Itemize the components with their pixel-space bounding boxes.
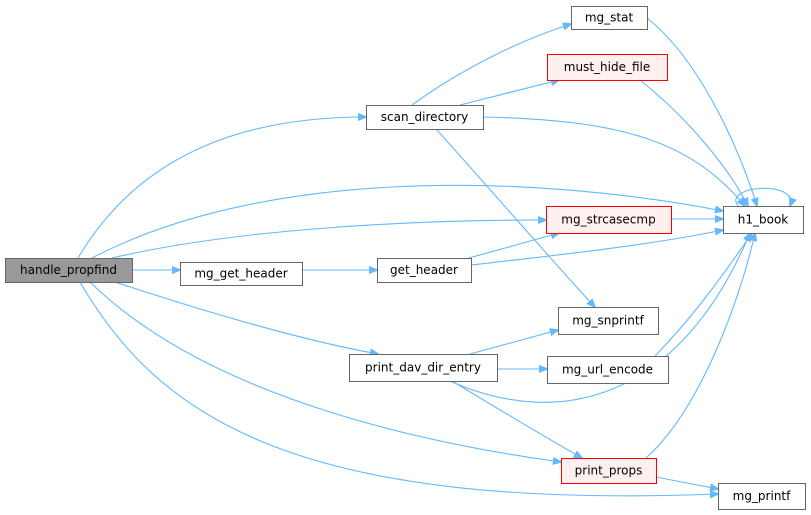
edges-layer — [77, 17, 791, 496]
node-print-props[interactable]: print_props — [561, 458, 657, 484]
edge-handle-propfind-to-mg-printf — [79, 281, 718, 496]
node-label: mg_snprintf — [572, 314, 644, 328]
node-mg-stat[interactable]: mg_stat — [571, 6, 648, 30]
node-box — [547, 356, 669, 384]
node-label: mg_url_encode — [562, 363, 653, 377]
edge-scan-directory-to-must-hide-file — [459, 80, 559, 106]
node-label: mg_strcasecmp — [561, 213, 655, 227]
node-mg-printf[interactable]: mg_printf — [718, 483, 806, 510]
edge-mg-stat-to-h1-book — [646, 17, 757, 206]
edge-handle-propfind-to-print-dav-dir-entry — [114, 281, 378, 354]
edge-scan-directory-to-mg-stat — [411, 24, 571, 106]
edge-handle-propfind-to-scan-directory — [77, 117, 366, 259]
edge-scan-directory-to-mg-snprintf — [435, 128, 595, 307]
node-label: scan_directory — [381, 110, 469, 124]
node-box — [571, 6, 648, 30]
node-box — [723, 206, 804, 234]
node-print-dav-dir-entry[interactable]: print_dav_dir_entry — [349, 354, 498, 382]
node-label: handle_propfind — [20, 263, 117, 277]
node-handle-propfind[interactable]: handle_propfind — [5, 258, 133, 283]
node-must-hide-file[interactable]: must_hide_file — [547, 54, 668, 81]
node-label: get_header — [390, 263, 458, 277]
edge-print-dav-dir-entry-to-print-props — [451, 380, 582, 458]
node-box — [547, 54, 668, 81]
edge-handle-propfind-to-print-props — [89, 281, 561, 462]
node-label: mg_get_header — [194, 267, 287, 281]
node-mg-strcasecmp[interactable]: mg_strcasecmp — [546, 206, 672, 234]
node-box — [180, 262, 303, 286]
node-get-header[interactable]: get_header — [377, 258, 472, 283]
edge-handle-propfind-to-mg-strcasecmp — [111, 220, 546, 259]
node-label: print_dav_dir_entry — [365, 361, 481, 375]
edge-mg-url-encode-to-h1-book — [654, 233, 752, 357]
edge-get-header-to-h1-book — [470, 230, 723, 266]
node-mg-url-encode[interactable]: mg_url_encode — [547, 356, 669, 384]
node-scan-directory[interactable]: scan_directory — [366, 105, 484, 130]
edge-get-header-to-mg-strcasecmp — [468, 233, 559, 259]
node-label: must_hide_file — [564, 60, 650, 74]
node-label: print_props — [575, 464, 643, 478]
node-box — [366, 105, 484, 130]
node-h1-book[interactable]: h1_book — [723, 206, 804, 234]
node-box — [561, 458, 657, 484]
node-box — [546, 206, 672, 234]
node-mg-get-header[interactable]: mg_get_header — [180, 262, 303, 286]
node-box — [377, 258, 472, 283]
edge-print-dav-dir-entry-to-h1-book — [449, 233, 750, 403]
node-box — [718, 483, 806, 510]
edge-h1-book-to-h1-book — [735, 187, 791, 206]
nodes-layer: handle_propfind scan_directory mg_get_head… — [5, 6, 806, 510]
node-label: mg_printf — [733, 489, 792, 503]
edge-scan-directory-to-h1-book — [482, 116, 745, 206]
edge-print-props-to-h1-book — [645, 233, 755, 459]
node-label: h1_book — [738, 213, 789, 227]
edge-must-hide-file-to-h1-book — [639, 79, 748, 206]
edge-print-dav-dir-entry-to-mg-snprintf — [469, 330, 558, 355]
edge-handle-propfind-to-h1-book — [91, 184, 723, 259]
node-box — [558, 307, 659, 335]
node-label: mg_stat — [585, 11, 634, 25]
node-box — [349, 354, 498, 382]
node-mg-snprintf[interactable]: mg_snprintf — [558, 307, 659, 335]
edge-print-props-to-mg-printf — [655, 476, 718, 489]
node-box — [5, 258, 133, 283]
